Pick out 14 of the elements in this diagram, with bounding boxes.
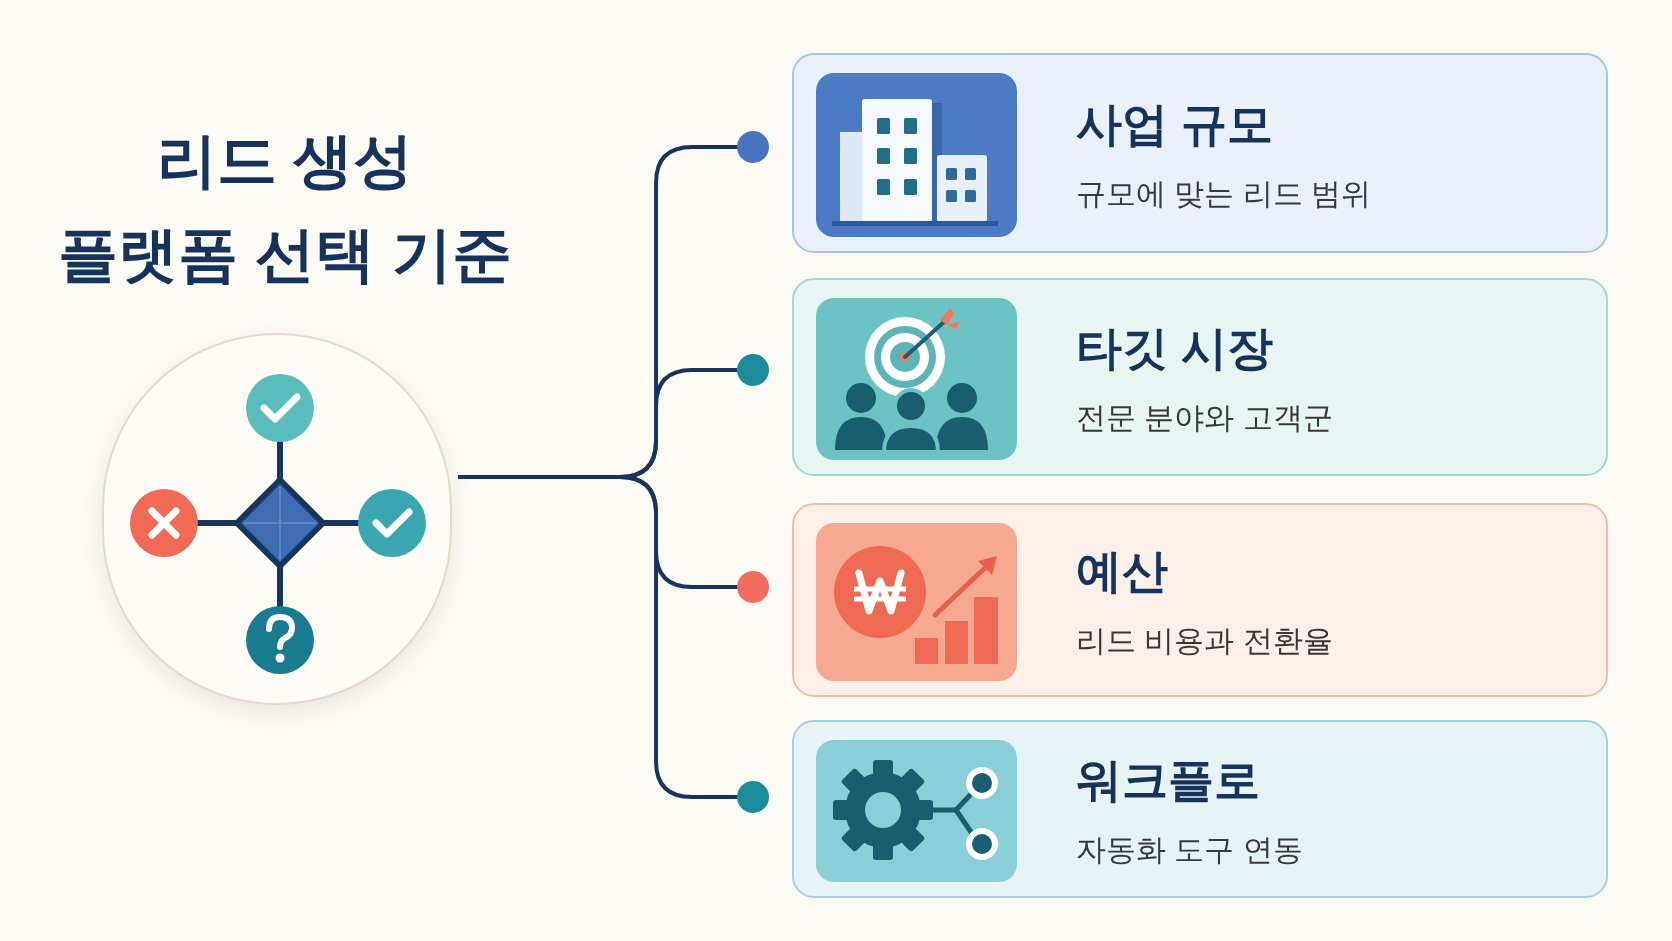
connector-line — [458, 475, 737, 799]
card-heading: 워크플로 — [1076, 752, 1260, 808]
card-description: 리드 비용과 전환율 — [1076, 623, 1333, 660]
card-description: 규모에 맞는 리드 범위 — [1076, 176, 1371, 213]
criterion-card — [792, 53, 1608, 253]
diagram-title: 리드 생성 플랫폼 선택 기준 — [57, 126, 513, 290]
criterion-card — [792, 278, 1608, 476]
card-description: 전문 분야와 고객군 — [1076, 400, 1333, 437]
criterion-card — [792, 720, 1608, 898]
card-description: 자동화 도구 연동 — [1076, 832, 1303, 869]
criterion-card — [792, 503, 1608, 697]
card-heading: 사업 규모 — [1076, 96, 1273, 152]
card-heading: 타깃 시장 — [1076, 320, 1273, 376]
card-heading: 예산 — [1076, 543, 1168, 599]
